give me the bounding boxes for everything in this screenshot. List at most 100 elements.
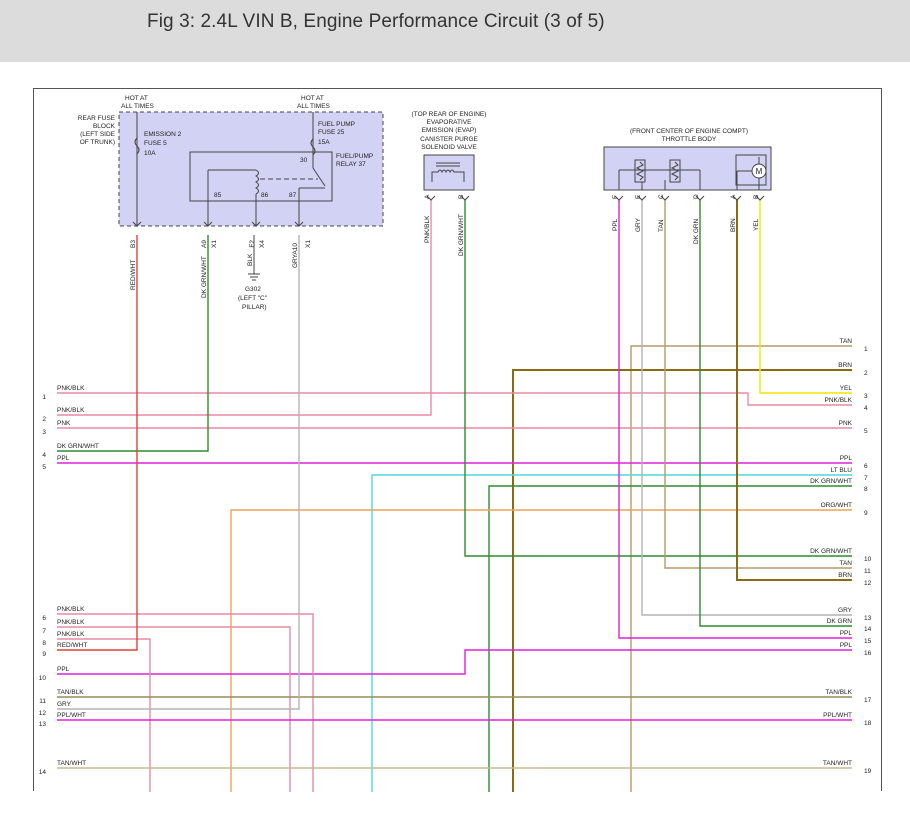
- pin-a9: A9: [201, 240, 208, 248]
- right-terminal-wire-label: PNK/BLK: [825, 397, 853, 404]
- right-terminal-number: 13: [864, 615, 872, 622]
- right-terminal-wire-label: BRN: [838, 362, 852, 369]
- left-terminal-number: 7: [42, 628, 46, 635]
- wire-dkgrnwht-4: [57, 235, 209, 452]
- relay-pin-87: 87: [289, 192, 297, 199]
- wire-orgwht-9: [230, 509, 852, 792]
- pin-f2: F2: [249, 240, 256, 248]
- wire-ltblu-7: [371, 474, 852, 792]
- hot-label-1-line2: ALL TIMES: [121, 103, 155, 110]
- throttle-pin-d: D: [693, 194, 700, 199]
- hot-label-1-line1: HOT AT: [125, 95, 148, 102]
- right-terminal-wire-label: PNK: [839, 420, 853, 427]
- right-terminal-wire-label: PPL/WHT: [823, 712, 852, 719]
- left-terminal-wire-label: PNK/BLK: [57, 385, 85, 392]
- ground-label-2: (LEFT "C": [238, 295, 268, 302]
- right-terminal-number: 8: [864, 486, 868, 493]
- throttle-wire-dkgrn: DK GRN: [693, 218, 700, 244]
- right-terminal-number: 16: [864, 650, 872, 657]
- right-terminal-number: 5: [864, 428, 868, 435]
- right-terminal-wire-label: YEL: [840, 385, 853, 392]
- right-terminal-wire-label: DK GRN/WHT: [810, 478, 852, 485]
- right-terminal-wire-label: PPL: [840, 642, 853, 649]
- right-terminal-wire-label: TAN: [839, 560, 852, 567]
- left-terminal-wire-label: GRY: [57, 701, 72, 708]
- throttle-pin-a: A: [730, 194, 737, 199]
- wire-redwht-9: [57, 235, 138, 651]
- fuse-block-title-1: REAR FUSE: [78, 115, 116, 122]
- left-terminal-number: 4: [42, 452, 46, 459]
- left-terminal-wire-label: PPL/WHT: [57, 712, 86, 719]
- throttle-title-2: THROTTLE BODY: [662, 136, 717, 143]
- right-terminal-number: 17: [864, 697, 872, 704]
- left-terminal-number: 14: [39, 769, 47, 776]
- wire-ppl-15: [618, 200, 852, 639]
- wire-gry-13: [641, 200, 852, 616]
- rear-fuse-block: [118, 111, 384, 281]
- throttle-pin-f: F: [612, 195, 619, 199]
- relay-pin-86: 86: [261, 192, 269, 199]
- throttle-pin-b: B: [753, 195, 760, 199]
- evap-title-2: EVAPORATIVE: [427, 119, 473, 126]
- fuel-pump-fuse-2: FUSE 25: [318, 129, 345, 136]
- fuse-block-title-3: (LEFT SIDE: [80, 131, 116, 138]
- wire-pnkblk-2: [57, 200, 432, 416]
- evap-text: (TOP REAR OF ENGINE) EVAPORATIVE EMISSIO…: [412, 111, 487, 256]
- wire-tan-1: [630, 345, 852, 792]
- fuse-block-text: HOT AT ALL TIMES HOT AT ALL TIMES REAR F…: [78, 95, 373, 311]
- hot-label-2-line1: HOT AT: [301, 95, 324, 102]
- evap-title-5: SOLENOID VALVE: [421, 144, 477, 151]
- fuel-pump-fuse-3: 15A: [318, 139, 330, 146]
- left-terminal-number: 13: [39, 721, 47, 728]
- right-terminal-number: 3: [864, 393, 868, 400]
- wire-ppl-16: [57, 649, 852, 675]
- left-terminal-wire-label: PNK/BLK: [57, 606, 85, 613]
- left-terminal-wire-label: TAN/WHT: [57, 760, 86, 767]
- wire-pnkblk-7: [57, 626, 291, 792]
- right-terminal-number: 15: [864, 638, 872, 645]
- right-terminal-wire-label: PPL: [840, 455, 853, 462]
- throttle-text: (FRONT CENTER OF ENGINE COMPT) THROTTLE …: [612, 128, 760, 244]
- right-terminal-wire-label: PPL: [840, 630, 853, 637]
- figure-header: Fig 3: 2.4L VIN B, Engine Performance Ci…: [0, 0, 910, 62]
- right-terminal-number: 18: [864, 720, 872, 727]
- left-terminal-wire-label: PPL: [57, 455, 70, 462]
- emission-fuse-3: 10A: [144, 150, 156, 157]
- left-terminal-number: 6: [42, 615, 46, 622]
- wire-label-gry-a10: GRY: [292, 253, 299, 268]
- fuse-block-title-4: OF TRUNK): [80, 139, 115, 146]
- fuse-block-connectors: B3 RED/WHT A9 X1 DK GRN/WHT F2 X4 BLK A1…: [130, 240, 312, 298]
- fuel-pump-fuse-1: FUEL PUMP: [318, 121, 355, 128]
- throttle-wire-gry: GRY: [635, 217, 642, 232]
- wire-brn-12: [736, 200, 852, 581]
- ground-label-3: PILLAR): [242, 304, 267, 311]
- throttle-wire-ppl: PPL: [612, 218, 619, 231]
- throttle-pin-e: E: [635, 194, 642, 199]
- throttle-wire-brn: BRN: [730, 218, 737, 232]
- right-terminal-wire-label: TAN/BLK: [825, 689, 852, 696]
- evap-solenoid: [423, 154, 475, 201]
- pin-a10: A10: [292, 243, 299, 255]
- right-terminal-number: 4: [864, 405, 868, 412]
- wire-label-redwht: RED/WHT: [130, 260, 137, 290]
- wire-pnkblk-1: [57, 392, 852, 406]
- wire-pnkblk-8: [57, 638, 151, 792]
- right-terminal-number: 12: [864, 580, 872, 587]
- throttle-wire-yel: YEL: [753, 218, 760, 231]
- relay-pin-85: 85: [214, 192, 222, 199]
- right-terminal-wire-label: BRN: [838, 572, 852, 579]
- left-terminal-number: 8: [42, 640, 46, 647]
- left-terminal-wire-label: PNK/BLK: [57, 619, 85, 626]
- wire-dkgrnwht-10: [464, 200, 852, 557]
- wire-brn-2: [512, 369, 852, 792]
- left-terminal-number: 12: [39, 710, 47, 717]
- right-terminal-number: 10: [864, 556, 872, 563]
- throttle-body: M: [603, 146, 772, 201]
- left-terminal-number: 9: [42, 651, 46, 658]
- left-terminal-number: 11: [39, 698, 46, 705]
- wire-dkgrnwht-8: [488, 485, 852, 792]
- wire-label-blk: BLK: [247, 253, 254, 266]
